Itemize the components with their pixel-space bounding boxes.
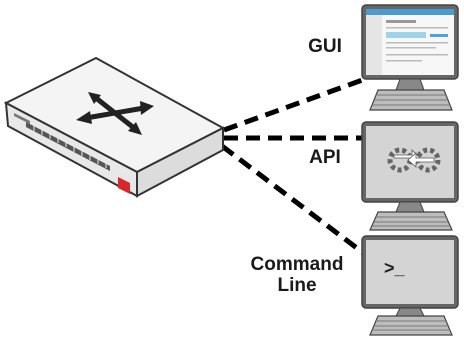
fortinet-logo-icon xyxy=(118,177,130,247)
gui-computer xyxy=(361,4,459,111)
link-gui xyxy=(223,75,369,133)
gui-label: GUI xyxy=(308,36,342,57)
crossing-arrows-icon xyxy=(76,92,154,135)
cli-computer: >_ xyxy=(361,235,459,336)
gears-arrows-icon xyxy=(387,147,441,173)
gui-monitor-stand xyxy=(395,78,425,91)
terminal-prompt-icon: >_ xyxy=(384,258,406,278)
api-label: API xyxy=(309,147,341,168)
switch-side-face xyxy=(136,126,224,198)
api-keyboard xyxy=(369,211,453,231)
connection-links xyxy=(220,75,372,260)
switch-device xyxy=(3,56,226,247)
command-line-label: Command Line xyxy=(250,254,344,296)
switch-ports xyxy=(26,122,110,171)
switch-label-strip xyxy=(14,113,30,124)
link-cli xyxy=(220,144,372,260)
api-monitor-stand xyxy=(395,201,425,213)
cli-monitor-stand xyxy=(395,307,425,317)
api-computer xyxy=(361,121,459,231)
cli-monitor-screen xyxy=(366,240,454,304)
switch-port-dividers xyxy=(33,126,107,168)
